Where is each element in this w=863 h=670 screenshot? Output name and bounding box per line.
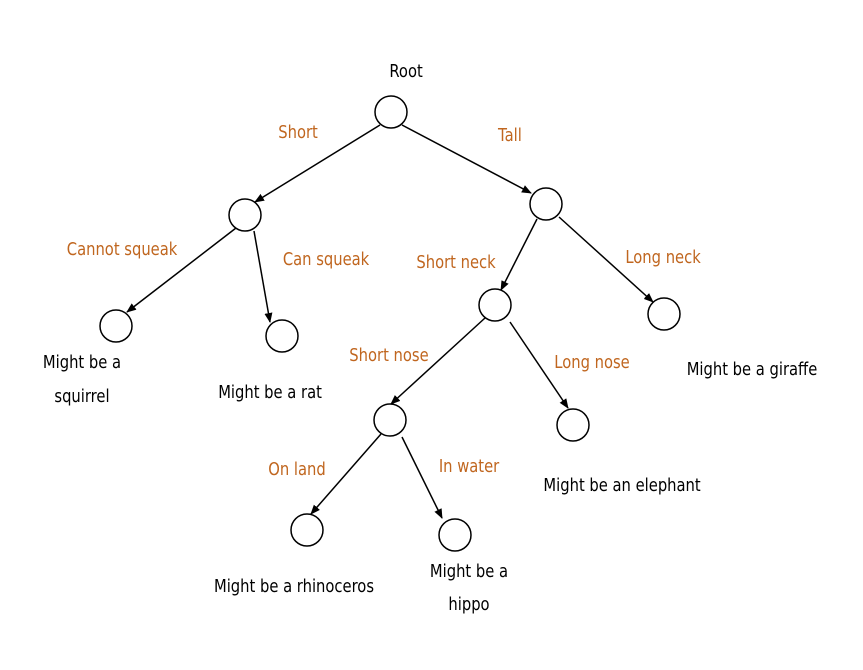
edge-label-short-nose: Short nose [349,345,428,366]
edge-shortnose-rhino [310,433,382,515]
edge-root-short [254,124,381,203]
edge-tall-shortneck [500,218,538,291]
leaf-label-squirrel-line1: Might be a [43,352,121,373]
edge-label-in-water: In water [439,456,500,477]
edge-label-tall: Tall [497,125,522,146]
leaf-label-squirrel-line2: squirrel [54,386,109,407]
nodes [99,95,681,552]
edge-short-rat [253,230,273,323]
node-tall [529,187,563,221]
leaf-label-rhino: Might be a rhinoceros [214,576,374,597]
edge-label-can-squeak: Can squeak [283,249,370,270]
edge-root-tall [401,124,532,194]
edge-shortnose-hippo [401,436,443,519]
root-label: Root [389,61,423,82]
edge-label-cannot-squeak: Cannot squeak [67,239,178,260]
edge-shortneck-elephant [509,321,569,409]
leaf-label-hippo-line1: Might be a [430,561,508,582]
node-hippo [438,518,472,552]
node-giraffe [647,297,681,331]
leaf-label-rat: Might be a rat [218,382,322,403]
leaf-label-giraffe: Might be a giraffe [687,359,818,380]
leaf-labels: Root Might be a squirrel Might be a rat … [43,61,817,615]
edge-label-on-land: On land [268,459,325,480]
leaf-label-hippo-line2: hippo [448,594,489,615]
node-root [374,95,408,129]
node-rhino [290,513,324,547]
edge-tall-giraffe [558,216,654,303]
leaf-label-elephant: Might be an elephant [543,475,701,496]
edge-labels: Short Tall Cannot squeak Can squeak Shor… [67,122,701,480]
node-short-neck [478,288,512,322]
node-elephant [556,408,590,442]
edge-label-short-neck: Short neck [416,252,496,273]
edge-label-long-nose: Long nose [554,352,629,373]
node-short [228,198,262,232]
node-short-nose [373,403,407,437]
edge-short-squirrel [126,227,237,313]
edge-label-short: Short [278,122,318,143]
edge-label-long-neck: Long neck [625,247,701,268]
node-rat [265,319,299,353]
edges [126,124,654,519]
node-squirrel [99,309,133,343]
edge-shortneck-shortnose [390,317,486,405]
